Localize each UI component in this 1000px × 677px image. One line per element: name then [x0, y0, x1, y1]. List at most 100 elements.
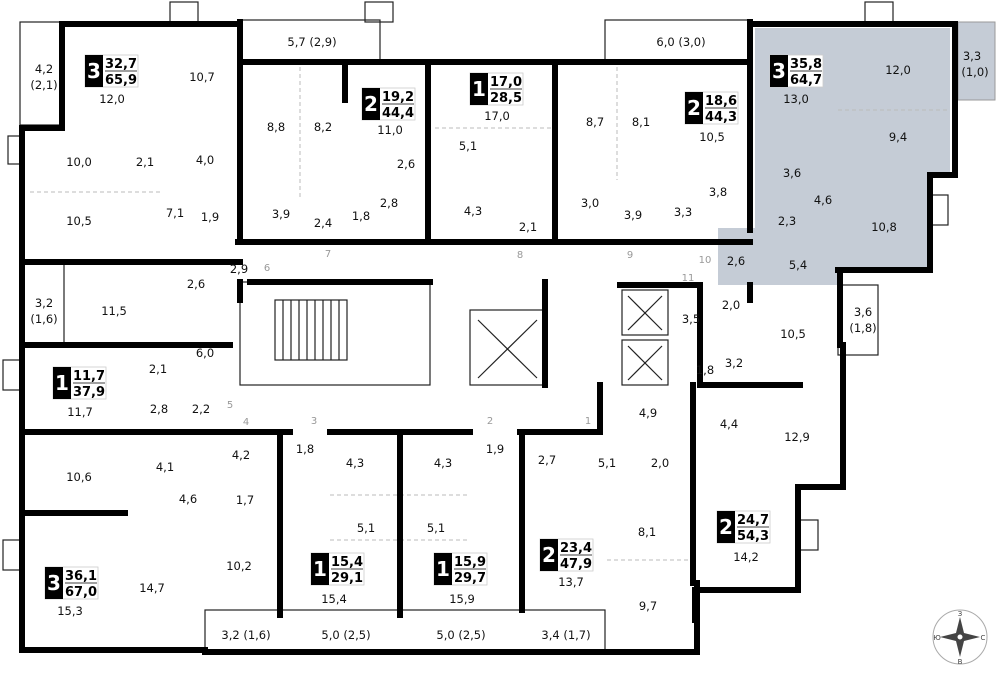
room-area-label: 3,0 — [581, 196, 599, 210]
badge-room-count: 3 — [87, 59, 101, 83]
room-area-label: 10,2 — [226, 559, 252, 573]
room-area-label: 15,4 — [321, 592, 347, 606]
apartment-badges: 3 32,7 65,9 2 19,2 44,4 1 17,0 28,5 2 18… — [44, 54, 824, 600]
room-area-label: 4,6 — [179, 492, 197, 506]
badge-room-count-box — [85, 55, 103, 87]
badge-room-count: 1 — [313, 557, 327, 581]
room-area-label: 9,7 — [639, 599, 657, 613]
room-area-label: 3,2 — [725, 356, 743, 370]
apartment-badge[interactable]: 2 19,2 44,4 — [361, 87, 416, 121]
room-area-label: 3,8 — [709, 185, 727, 199]
room-area-label: 1,9 — [201, 210, 219, 224]
badge-room-count: 1 — [55, 371, 69, 395]
room-area-label: 10,0 — [66, 155, 92, 169]
room-area-label: 10,5 — [66, 214, 92, 228]
badge-room-count-box — [540, 539, 558, 571]
room-area-label: (2,1) — [30, 78, 57, 92]
badge-living-area: 11,7 — [73, 369, 105, 384]
room-area-label: 3,2 — [35, 296, 53, 310]
room-area-label: 15,3 — [57, 604, 83, 618]
badge-room-count-box — [434, 553, 452, 585]
apartment-badge[interactable]: 3 32,7 65,9 — [84, 54, 139, 88]
room-area-label: 3,5 — [682, 312, 700, 326]
room-area-label: 4,1 — [156, 460, 174, 474]
room-area-label: 10,5 — [780, 327, 806, 341]
apartment-badge[interactable]: 1 15,4 29,1 — [310, 552, 365, 586]
badge-total-area: 29,1 — [331, 571, 363, 586]
room-area-label: 4,3 — [434, 456, 452, 470]
apartment-badge[interactable]: 2 18,6 44,3 — [684, 91, 739, 125]
room-area-label: 4,6 — [814, 193, 832, 207]
room-area-label: 2,1 — [519, 220, 537, 234]
room-area-label: 1,9 — [486, 442, 504, 456]
room-area-label: 2,6 — [727, 254, 745, 268]
room-area-label: 3,3 — [963, 49, 981, 63]
room-area-label: 10,8 — [871, 220, 897, 234]
apartment-door-number: 4 — [243, 417, 249, 428]
badge-total-area: 37,9 — [73, 385, 105, 400]
room-area-label: 2,4 — [314, 216, 332, 230]
badge-room-count-box — [470, 73, 488, 105]
compass: З С В Ю — [932, 609, 988, 666]
badge-room-count-box — [45, 567, 63, 599]
badge-total-area: 54,3 — [737, 529, 769, 544]
room-area-label: 8,1 — [638, 525, 656, 539]
room-area-label: 2,0 — [722, 298, 740, 312]
room-area-label: 2,7 — [538, 453, 556, 467]
badge-room-count: 2 — [687, 96, 701, 120]
room-area-label: 2,2 — [192, 402, 210, 416]
room-area-label: 5,1 — [598, 456, 616, 470]
apartment-door-number: 6 — [264, 263, 270, 274]
badge-living-area: 35,8 — [790, 57, 822, 72]
badge-living-area: 15,4 — [331, 555, 363, 570]
apartment-badge[interactable]: 1 17,0 28,5 — [469, 72, 524, 106]
badge-room-count: 1 — [472, 77, 486, 101]
room-area-label: 14,7 — [139, 581, 165, 595]
room-area-label: 8,1 — [632, 115, 650, 129]
apartment-badge[interactable]: 2 23,4 47,9 — [539, 538, 594, 572]
room-area-label: 5,7 (2,9) — [287, 35, 336, 49]
apartment-door-number: 1 — [585, 416, 591, 427]
badge-room-count: 2 — [364, 92, 378, 116]
room-area-label: 3,9 — [272, 207, 290, 221]
apartment-badge[interactable]: 1 11,7 37,9 — [52, 366, 107, 400]
apartment-door-number: 11 — [682, 273, 695, 284]
apartment-badge[interactable]: 3 36,1 67,0 — [44, 566, 99, 600]
room-area-label: 8,2 — [314, 120, 332, 134]
room-area-label: 17,0 — [484, 109, 510, 123]
walls — [19, 19, 958, 655]
room-area-label: 2,0 — [651, 456, 669, 470]
apartment-door-number: 3 — [311, 416, 317, 427]
room-area-label: 3,3 — [674, 205, 692, 219]
room-area-label: 8,8 — [267, 120, 285, 134]
room-area-label: 2,6 — [397, 157, 415, 171]
badge-room-count-box — [53, 367, 71, 399]
badge-living-area: 17,0 — [490, 75, 522, 90]
apartment-badge[interactable]: 3 35,8 64,7 — [769, 54, 824, 88]
highlighted-apartment[interactable] — [718, 21, 996, 285]
badge-living-area: 24,7 — [737, 513, 769, 528]
room-area-label: 9,4 — [889, 130, 907, 144]
badge-total-area: 44,3 — [705, 110, 737, 125]
room-area-label: 8,7 — [586, 115, 604, 129]
apartment-door-number: 2 — [487, 416, 493, 427]
room-area-label: 4,2 — [232, 448, 250, 462]
apartment-badge[interactable]: 1 15,9 29,7 — [433, 552, 488, 586]
apartment-badge[interactable]: 2 24,7 54,3 — [716, 510, 771, 544]
room-area-label: 2,6 — [187, 277, 205, 291]
room-area-label: 4,3 — [464, 204, 482, 218]
room-area-label: 14,2 — [733, 550, 759, 564]
room-area-label: 2,1 — [136, 155, 154, 169]
badge-total-area: 47,9 — [560, 557, 592, 572]
badge-living-area: 15,9 — [454, 555, 486, 570]
room-area-label: 6,0 — [196, 346, 214, 360]
room-area-label: 13,7 — [558, 575, 584, 589]
room-area-label: 12,0 — [885, 63, 911, 77]
room-area-label: 12,9 — [784, 430, 810, 444]
room-area-label: 5,1 — [357, 521, 375, 535]
room-area-label: 4,9 — [639, 406, 657, 420]
badge-total-area: 28,5 — [490, 91, 522, 106]
badge-living-area: 18,6 — [705, 94, 737, 109]
